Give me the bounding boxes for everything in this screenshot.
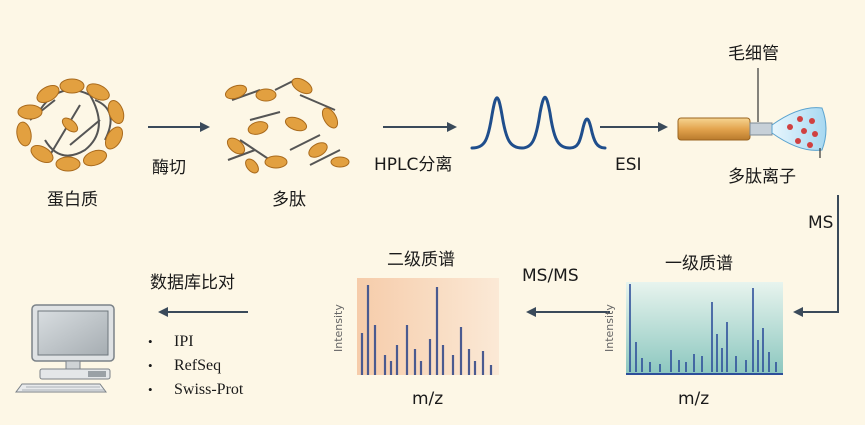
database-list: IPI RefSeq Swiss-Prot: [148, 330, 243, 402]
ms2-spectrum: [357, 278, 499, 375]
ms1-title: 一级质谱: [665, 254, 733, 274]
esi-label: ESI: [615, 155, 642, 175]
database-item: IPI: [148, 330, 243, 354]
peptide-ions-label: 多肽离子: [728, 167, 796, 187]
capillary-label: 毛细管: [728, 44, 779, 64]
ms2-title: 二级质谱: [387, 250, 455, 270]
database-item: RefSeq: [148, 354, 243, 378]
computer-icon: [15, 304, 115, 393]
ms-label: MS: [808, 213, 834, 233]
database-item: Swiss-Prot: [148, 378, 243, 402]
ms1-intensity-label: Intensity: [603, 304, 616, 352]
ion-dots: [787, 116, 818, 148]
peptide-fragments-icon: [224, 77, 350, 174]
ms1-spectrum: [626, 282, 783, 375]
arrow-ms: [793, 195, 839, 317]
ms2-mz-label: m/z: [412, 389, 444, 409]
ms1-mz-label: m/z: [678, 389, 710, 409]
msms-label: MS/MS: [522, 266, 579, 286]
chromatogram-trace: [470, 95, 607, 150]
protein-structure-icon: [16, 78, 125, 172]
protein-label: 蛋白质: [47, 190, 98, 210]
database-search-label: 数据库比对: [150, 273, 235, 293]
digestion-label: 酶切: [152, 158, 186, 178]
capillary-emitter-icon: [677, 68, 827, 158]
hplc-label: HPLC分离: [374, 155, 453, 175]
ms2-intensity-label: Intensity: [332, 304, 345, 352]
peptides-label: 多肽: [272, 190, 306, 210]
